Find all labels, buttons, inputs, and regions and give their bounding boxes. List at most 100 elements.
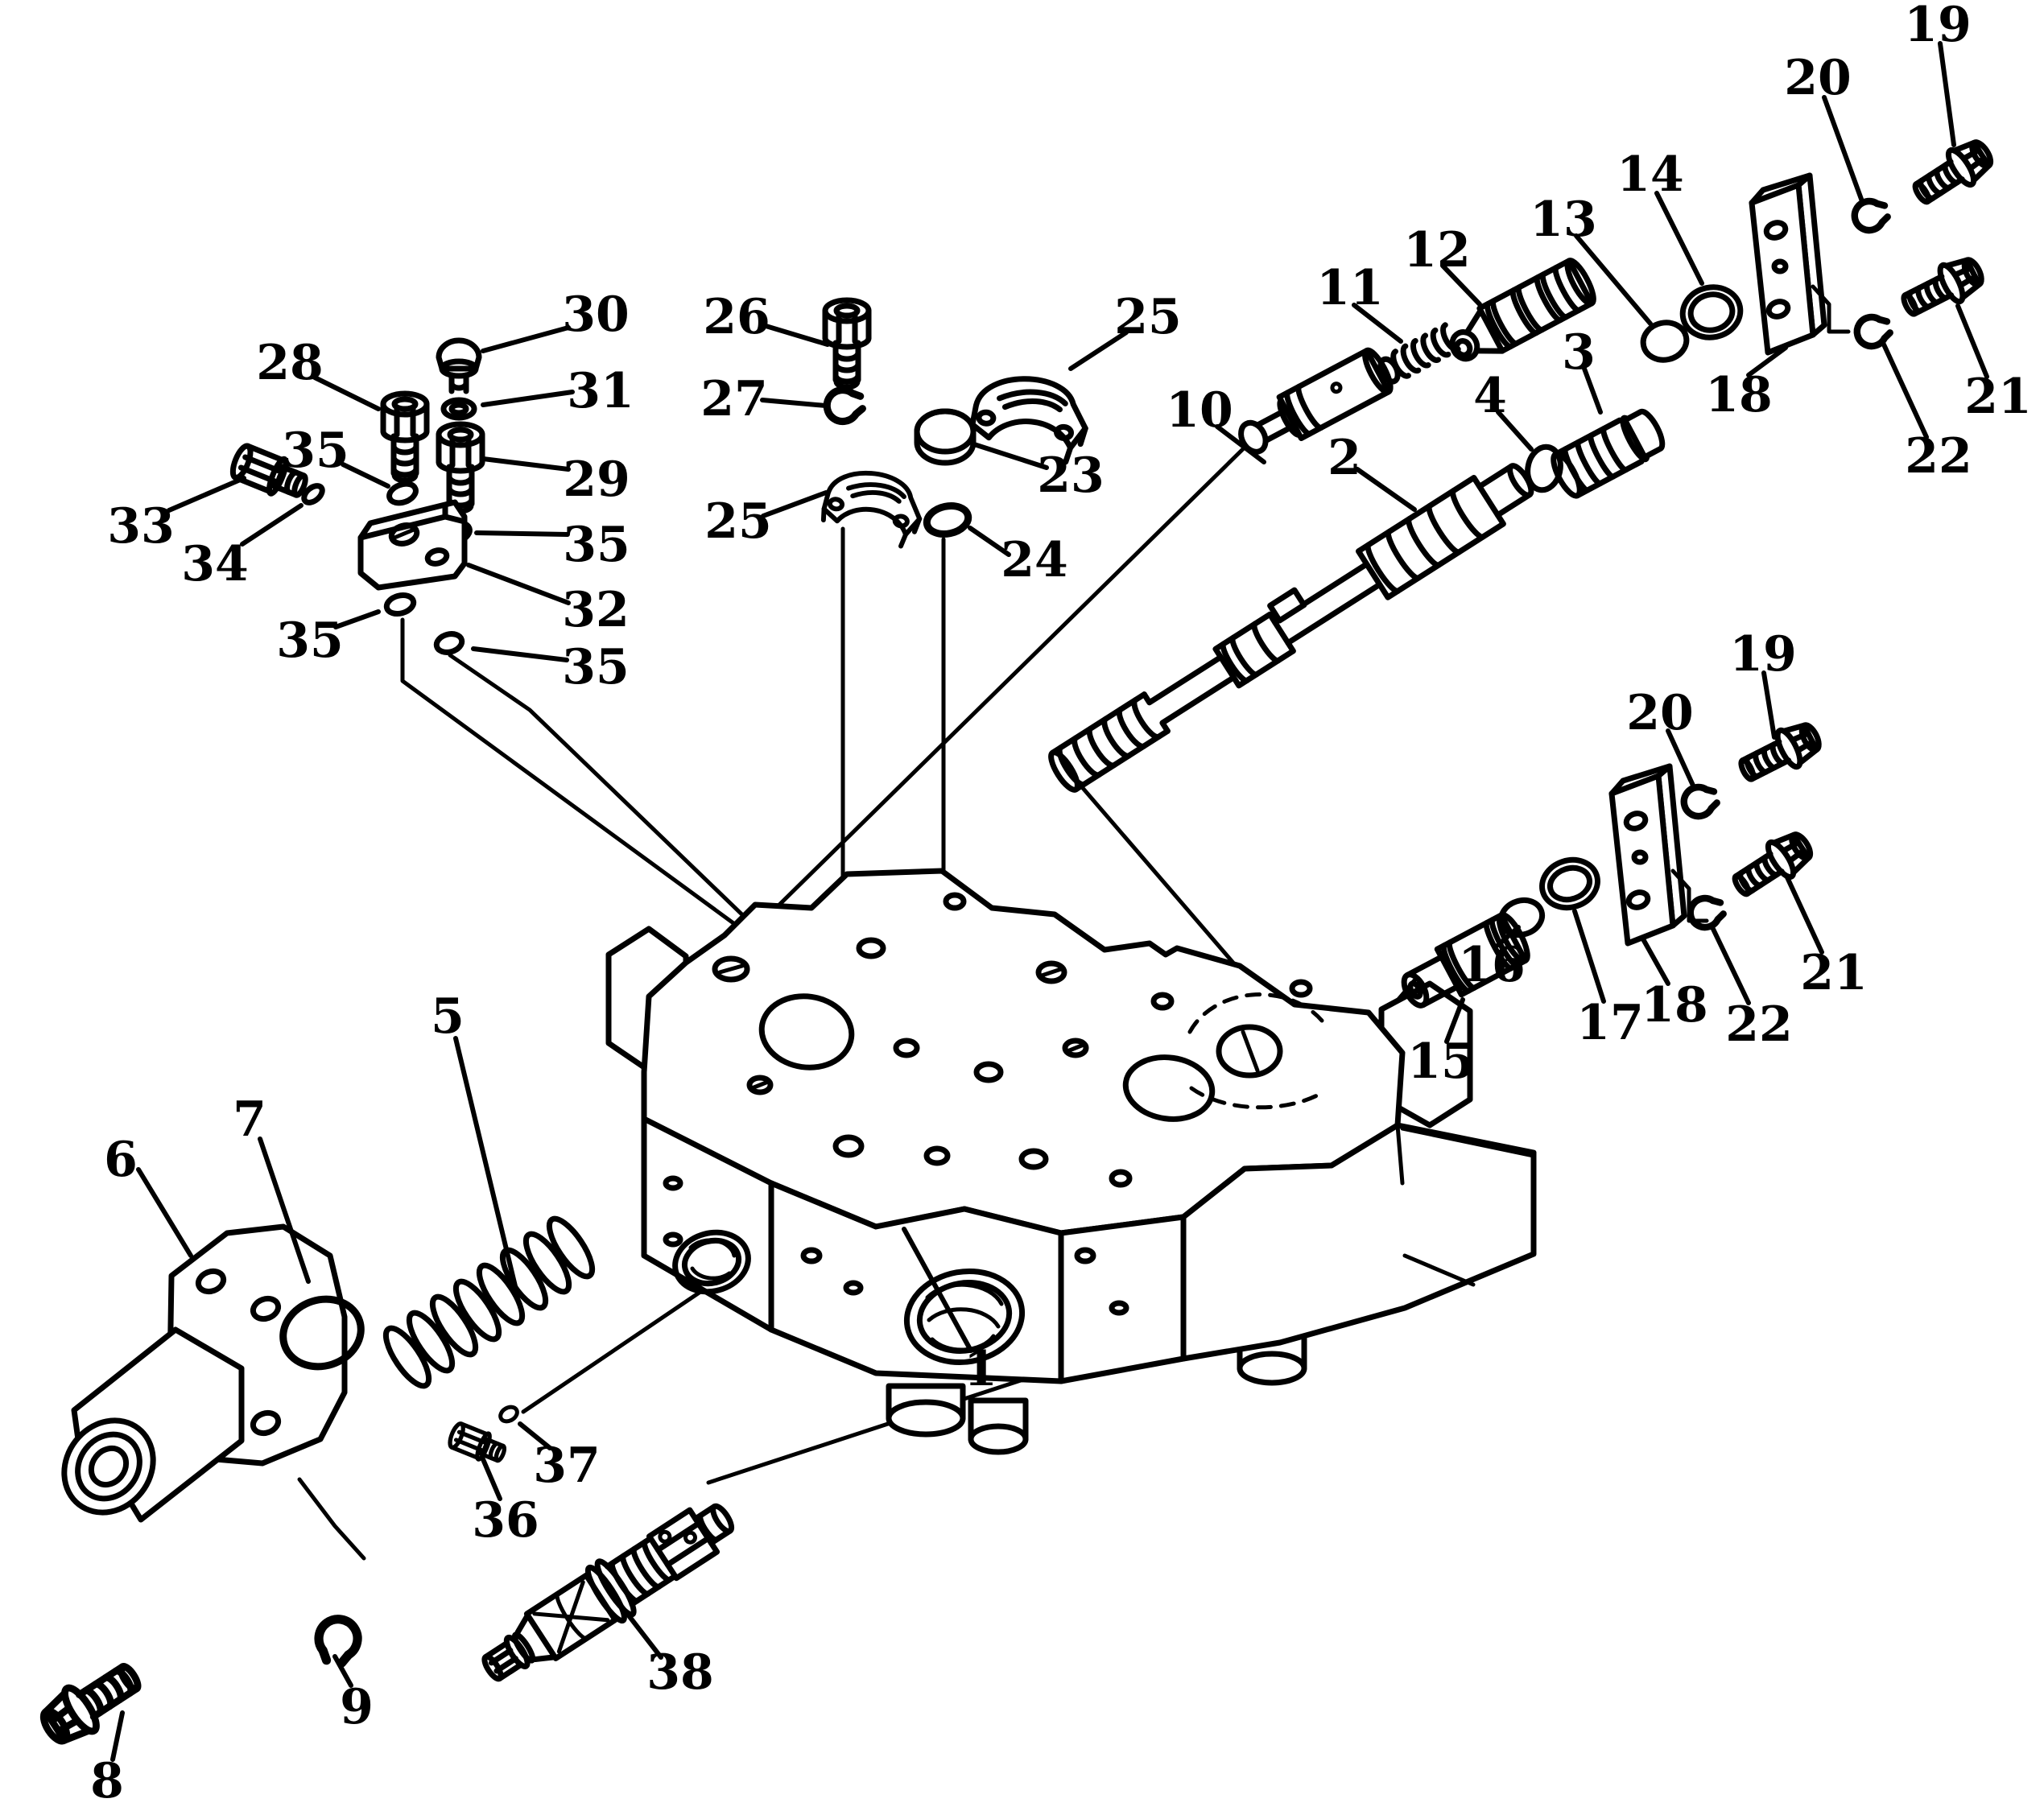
stopper-plate-18-lower bbox=[1612, 766, 1684, 943]
bolt-26 bbox=[825, 300, 869, 387]
bolt-8 bbox=[35, 1654, 147, 1751]
callout-3-2: 3 bbox=[1562, 324, 1596, 381]
callout-36-44: 36 bbox=[472, 1492, 539, 1549]
plate-18-upper-bracket bbox=[1811, 284, 1851, 334]
callout-20-22: 20 bbox=[1626, 685, 1694, 741]
callout-20-21: 20 bbox=[1784, 50, 1852, 106]
callout-12-11: 12 bbox=[1403, 222, 1471, 278]
leader-20-21 bbox=[1822, 95, 1864, 204]
leader-17-16 bbox=[1572, 909, 1606, 1004]
leader-27-32 bbox=[760, 398, 828, 408]
leader-2-1 bbox=[1355, 467, 1417, 512]
suction-valve-12 bbox=[1449, 258, 1596, 362]
leader-19-19 bbox=[1938, 41, 1956, 147]
callout-35-40: 35 bbox=[282, 423, 349, 479]
washer-31 bbox=[440, 397, 477, 421]
leader-14-13 bbox=[1654, 191, 1704, 286]
callout-17-16: 17 bbox=[1576, 995, 1644, 1051]
check-valve-10 bbox=[1238, 347, 1394, 455]
plug-36 bbox=[447, 1421, 508, 1467]
callout-5-4: 5 bbox=[431, 988, 465, 1045]
leader-28-33 bbox=[312, 375, 381, 411]
leader-37-45 bbox=[518, 1421, 552, 1450]
leader-34-39 bbox=[240, 503, 304, 547]
leader-36-44 bbox=[481, 1457, 502, 1501]
leader-9-8 bbox=[332, 1654, 353, 1688]
spring-11 bbox=[1377, 322, 1461, 385]
lock-washer-27 bbox=[824, 387, 864, 424]
o-ring-13 bbox=[1640, 320, 1690, 363]
callout-1-0: 1 bbox=[964, 1341, 997, 1397]
o-ring-34 bbox=[301, 483, 325, 505]
leader-4-3 bbox=[1496, 410, 1534, 452]
leader-lines bbox=[110, 41, 1989, 1762]
leader-35-40 bbox=[341, 462, 390, 489]
leader-22-26 bbox=[1709, 923, 1751, 1005]
leader-35-43 bbox=[471, 646, 569, 662]
callout-35-42: 35 bbox=[276, 613, 344, 669]
o-ring-35d bbox=[433, 631, 465, 655]
relief-valve-38 bbox=[481, 1503, 735, 1682]
callout-32-37: 32 bbox=[562, 582, 630, 638]
piston-plug-15 bbox=[1401, 912, 1530, 1009]
plate-32 bbox=[357, 499, 468, 591]
callout-7-6: 7 bbox=[233, 1091, 266, 1148]
leader-22-25 bbox=[1881, 342, 1929, 439]
leader-25-30 bbox=[761, 490, 828, 518]
callout-18-17: 18 bbox=[1705, 367, 1773, 423]
callout-27-32: 27 bbox=[700, 371, 768, 427]
o-ring-37 bbox=[498, 1405, 519, 1424]
callout-21-24: 21 bbox=[1800, 945, 1868, 1001]
lock-washer-20-upper bbox=[1852, 197, 1890, 233]
washer-31-inner bbox=[448, 402, 469, 416]
leader-25-29 bbox=[1068, 330, 1129, 371]
callout-24-28: 24 bbox=[1001, 532, 1068, 588]
leader-26-31 bbox=[761, 323, 830, 347]
leader-24-28 bbox=[968, 526, 1011, 557]
callout-14-13: 14 bbox=[1617, 146, 1684, 203]
clamp-25-lower bbox=[820, 466, 927, 549]
callout-16-15: 16 bbox=[1458, 937, 1526, 993]
callout-28-33: 28 bbox=[256, 335, 324, 391]
leader-21-23 bbox=[1955, 303, 1989, 379]
leader-32-37 bbox=[466, 563, 571, 605]
bolt-29 bbox=[439, 424, 482, 511]
callout-19-19: 19 bbox=[1904, 0, 1972, 53]
callout-15-14: 15 bbox=[1407, 1033, 1475, 1090]
callout-9-8: 9 bbox=[340, 1679, 374, 1735]
callout-30-35: 30 bbox=[562, 287, 630, 343]
leader-35-42 bbox=[333, 609, 381, 629]
leader-19-20 bbox=[1761, 670, 1777, 740]
bolt-28 bbox=[383, 394, 427, 481]
main-valve-body bbox=[605, 868, 1537, 1455]
leader-23-27 bbox=[972, 442, 1049, 470]
main-spool-2 bbox=[1048, 463, 1534, 793]
callout-2-1: 2 bbox=[1328, 430, 1361, 486]
callout-22-26: 22 bbox=[1725, 996, 1793, 1053]
ring-14 bbox=[1679, 284, 1744, 340]
spring-5 bbox=[382, 1215, 596, 1389]
leader-1-0 bbox=[902, 1227, 973, 1353]
o-ring-35a bbox=[386, 481, 419, 506]
leader-31-36 bbox=[481, 390, 575, 407]
bolt-21-upper bbox=[1897, 251, 1988, 324]
plug-3 bbox=[1551, 408, 1666, 499]
callout-19-20: 19 bbox=[1729, 626, 1797, 683]
callout-38-46: 38 bbox=[646, 1644, 714, 1701]
body-top-holes bbox=[712, 892, 1324, 1188]
leader-12-11 bbox=[1440, 263, 1482, 307]
callout-10-9: 10 bbox=[1166, 382, 1233, 439]
callout-13-12: 13 bbox=[1530, 192, 1597, 248]
leader-7-6 bbox=[258, 1137, 311, 1284]
o-ring-24 bbox=[923, 502, 972, 538]
body-feet bbox=[886, 1333, 1307, 1438]
leader-16-15 bbox=[1496, 925, 1521, 947]
callout-11-10: 11 bbox=[1316, 260, 1384, 316]
leader-18-17 bbox=[1746, 345, 1788, 377]
stopper-plate-18-upper bbox=[1752, 175, 1824, 353]
leader-10-9 bbox=[1215, 424, 1266, 464]
callout-4-3: 4 bbox=[1473, 368, 1507, 424]
leader-13-12 bbox=[1574, 233, 1653, 326]
